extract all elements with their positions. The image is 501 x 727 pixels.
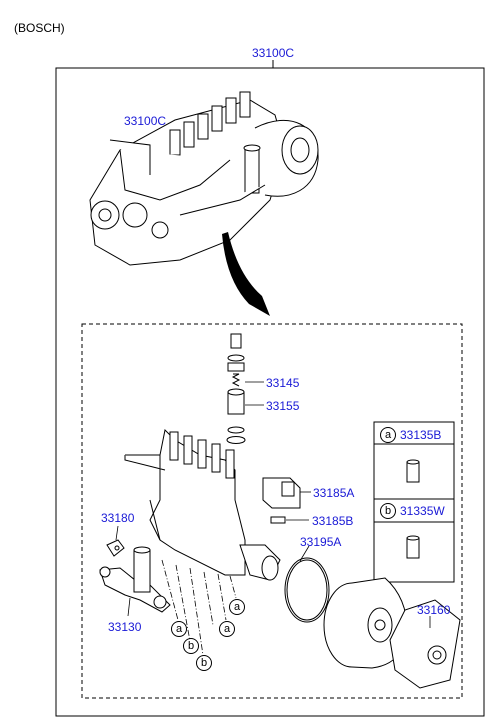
valve-top [230, 333, 242, 349]
legend-box [373, 421, 455, 583]
arrow-shape [222, 232, 270, 316]
callout-a: a [171, 621, 187, 637]
legend-b-part-label[interactable]: 31335W [400, 504, 445, 518]
part-33195A-label[interactable]: 33195A [300, 535, 342, 549]
part-33160-label[interactable]: 33160 [417, 603, 451, 617]
main-part-label[interactable]: 33100C [252, 46, 295, 60]
flange [389, 599, 461, 689]
assembly-part-label[interactable]: 33100C [124, 114, 167, 128]
legend-a-marker: a [380, 427, 396, 443]
brand-note: (BOSCH) [14, 21, 65, 35]
part-33130-label[interactable]: 33130 [108, 620, 142, 634]
callout-a: a [229, 599, 245, 615]
callout-b: b [183, 638, 199, 654]
callout-a: a [219, 621, 235, 637]
part-33155-label[interactable]: 33155 [266, 399, 300, 413]
pin-a-drawing [406, 459, 420, 483]
outer-frame [55, 67, 485, 717]
legend-b-marker: b [380, 503, 396, 519]
inner-dashed-frame [81, 323, 463, 699]
part-33185B-label[interactable]: 33185B [312, 514, 354, 528]
pump-assembly-drawing [89, 91, 319, 266]
pin-b-drawing [406, 535, 420, 559]
part-33185A-label[interactable]: 33185A [313, 486, 355, 500]
legend-a-part-label[interactable]: 33135B [400, 428, 442, 442]
part-33145-label[interactable]: 33145 [266, 376, 300, 390]
callout-b: b [196, 655, 212, 671]
part-33180-label[interactable]: 33180 [101, 511, 135, 525]
